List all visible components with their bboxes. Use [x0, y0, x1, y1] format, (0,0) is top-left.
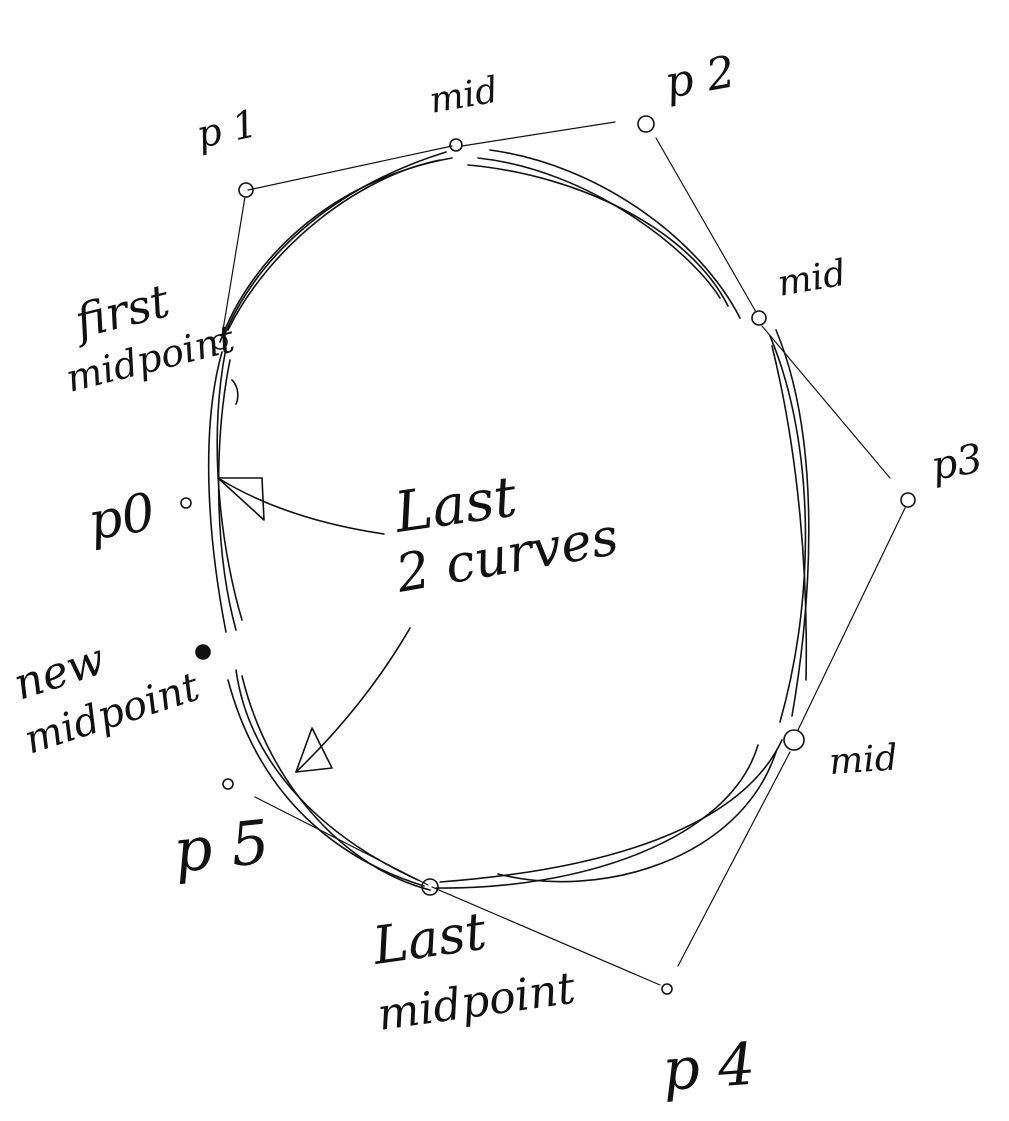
curve-segment-bottom-right-3 — [497, 751, 777, 883]
point-mid-lower-right — [783, 729, 805, 751]
control-line-p2-mid — [655, 137, 757, 313]
arrow-head-left — [217, 477, 265, 521]
point-mid-top — [449, 138, 463, 152]
point-new-midpoint — [195, 644, 211, 660]
curve-segment-bottom-right — [439, 739, 783, 883]
arrow-to-left-curve — [217, 477, 385, 535]
control-line-mid-p4 — [677, 751, 791, 967]
curve-segment-right-3 — [771, 345, 808, 681]
curve-segment-right-2 — [775, 329, 810, 717]
label-mid-lower-right: mid — [828, 737, 899, 783]
labels: p 1 mid p 2 mid p3 mid p 4 p 5 p0 first … — [8, 46, 986, 1104]
curve-segment-top-right-3 — [477, 157, 721, 299]
callout-arrows — [217, 477, 411, 773]
point-p2 — [637, 115, 655, 133]
label-mid-top: mid — [426, 70, 501, 122]
point-p1 — [238, 182, 254, 198]
curve-segment-left — [207, 351, 227, 633]
control-line-p3-mid — [797, 507, 906, 731]
control-line-p1-firstmid — [221, 196, 246, 337]
label-last-midpoint-line1: Last — [368, 902, 489, 977]
point-mid-right — [751, 310, 767, 326]
curve-segment-left-4 — [231, 379, 239, 405]
arrow-to-lower-curve — [295, 627, 411, 773]
curve-segment-bottom-left-3 — [241, 675, 431, 891]
control-line-mid-p2 — [461, 121, 616, 147]
points — [180, 115, 916, 995]
point-p0 — [180, 497, 192, 509]
curve-segment-top-left — [219, 157, 453, 343]
arrow-head-lower — [295, 727, 333, 773]
curve-segment-top-left-3 — [227, 159, 441, 331]
point-last-midpoint — [421, 878, 439, 896]
label-p0: p0 — [84, 482, 160, 553]
label-mid-right: mid — [774, 253, 849, 305]
curve-segment-left-3 — [216, 347, 243, 621]
curve-segment-top-left-2 — [223, 151, 447, 337]
bezier-curve-strokes — [207, 149, 810, 891]
label-p4: p 4 — [660, 1030, 757, 1104]
label-p5: p 5 — [170, 807, 272, 887]
point-p4 — [661, 983, 673, 995]
control-line-p4-lastmid — [431, 886, 661, 986]
control-line-p1-mid — [247, 145, 453, 191]
label-p1: p 1 — [193, 101, 261, 157]
curve-segment-bottom-left — [227, 679, 425, 887]
point-p3 — [900, 492, 916, 508]
control-line-mid-p3 — [761, 325, 891, 479]
curve-segment-top-right-2 — [489, 149, 741, 319]
curve-segment-bottom-right-2 — [435, 744, 759, 889]
label-last-midpoint-line2: midpoint — [374, 963, 578, 1041]
point-p5 — [222, 778, 234, 790]
label-p3: p3 — [928, 436, 986, 490]
curve-segment-top-right — [467, 164, 729, 307]
point-first-midpoint — [212, 334, 228, 350]
curve-segment-right — [769, 335, 807, 723]
label-p2: p 2 — [661, 46, 739, 108]
